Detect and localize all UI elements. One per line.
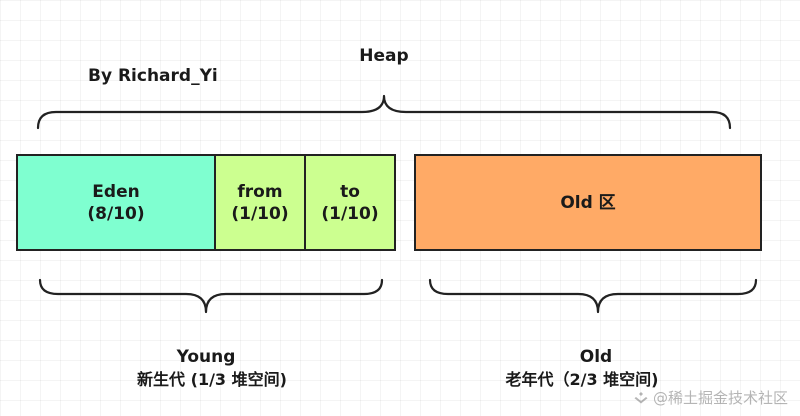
from-block: from (1/10) [214,154,306,251]
old-block: Old 区 [414,154,762,251]
eden-fraction: (8/10) [87,203,145,224]
author-label: By Richard_Yi [88,66,218,86]
old-subtitle: 老年代（2/3 堆空间) [505,370,659,389]
to-fraction: (1/10) [321,203,379,224]
heap-title: Heap [359,46,409,66]
old-label: Old 区 [560,192,616,213]
watermark: @稀土掘金技术社区 [633,387,788,408]
old-title: Old [579,347,613,367]
eden-block: Eden (8/10) [16,154,216,251]
watermark-text: @稀土掘金技术社区 [652,389,788,407]
to-label: to [340,181,360,202]
from-label: from [237,181,283,202]
from-fraction: (1/10) [231,203,289,224]
to-block: to (1/10) [304,154,396,251]
eden-label: Eden [92,181,140,202]
young-subtitle: 新生代 (1/3 堆空间) [137,370,287,389]
juejin-logo-icon [634,391,648,403]
young-title: Young [176,347,236,367]
